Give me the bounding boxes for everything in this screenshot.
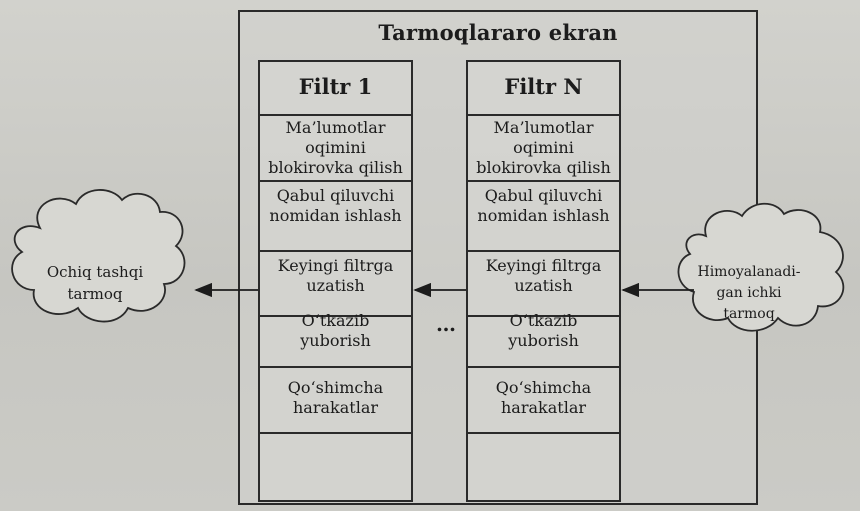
diagram-title: Tarmoqlararo ekran xyxy=(378,20,618,45)
filter-n-title: Filtr N xyxy=(504,74,583,99)
filter-1-additional-actions: Qo‘shimcha harakatlar xyxy=(260,366,411,428)
filter-1-bottom-divider xyxy=(260,432,411,434)
external-network-label: Ochiq tashqi tarmoq xyxy=(46,263,144,303)
filter-n-block-data-flow: Ma’lumotlar oqimini blokirovka qilish xyxy=(468,114,619,180)
filter-1-title: Filtr 1 xyxy=(298,74,373,99)
filter-1-pass-to-next-filter: Keyingi filtrga uzatish xyxy=(260,250,411,300)
filters-ellipsis: … xyxy=(436,312,457,336)
filter-n-column: Filtr N Ma’lumotlar oqimini blokirovka q… xyxy=(466,60,621,502)
left-cloud-shape xyxy=(11,189,186,323)
filter-n-act-as-recipient: Qabul qiluvchi nomidan ishlash xyxy=(468,180,619,230)
filter-n-additional-actions: Qo‘shimcha harakatlar xyxy=(468,366,619,428)
filter-n-bottom-divider xyxy=(468,432,619,434)
internal-network-label: Himoyalanadi-gan ichki tarmoq xyxy=(697,264,801,322)
filter-n-pass-to-next-filter: Keyingi filtrga uzatish xyxy=(468,250,619,300)
filter-1-act-as-recipient: Qabul qiluvchi nomidan ishlash xyxy=(260,180,411,230)
right-cloud-shape xyxy=(677,202,845,332)
filter-1-block-data-flow: Ma’lumotlar oqimini blokirovka qilish xyxy=(260,114,411,180)
filter-1-column: Filtr 1 Ma’lumotlar oqimini blokirovka q… xyxy=(258,60,413,502)
